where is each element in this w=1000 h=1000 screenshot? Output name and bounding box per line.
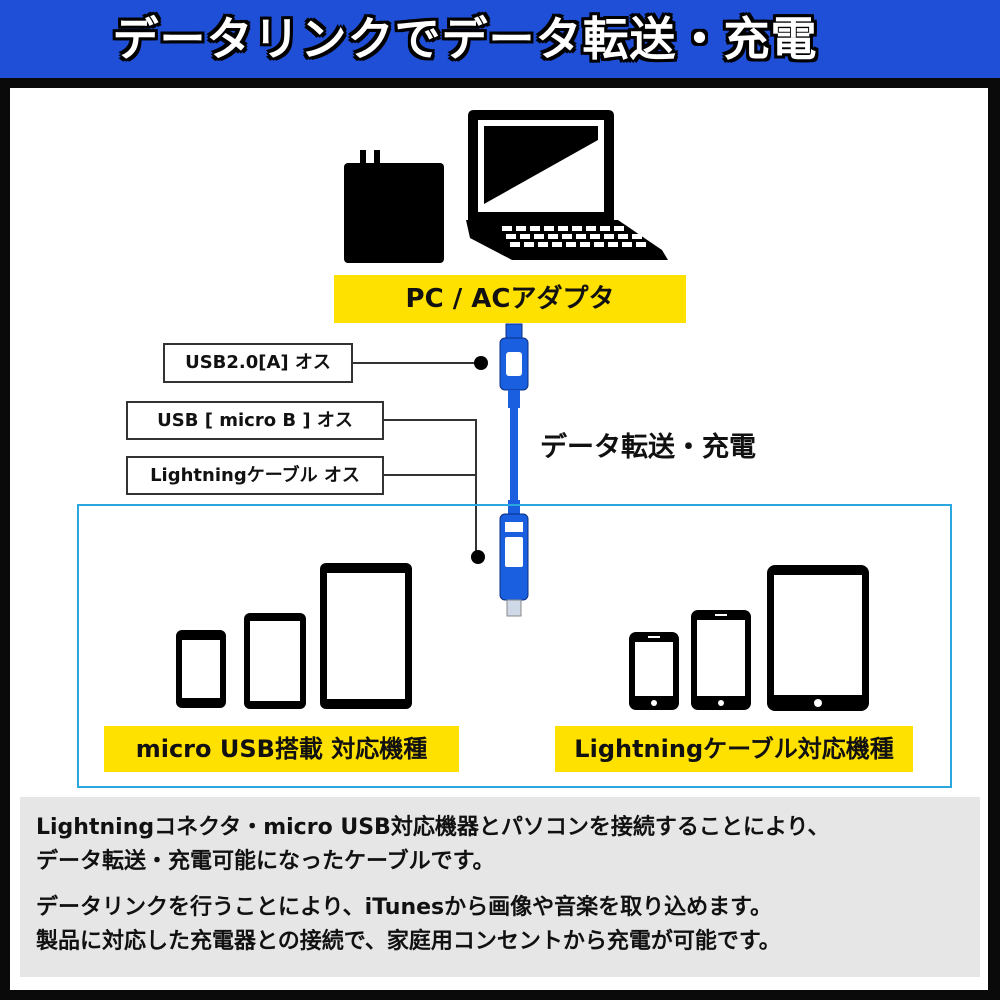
smartphone-icon [691,610,751,710]
ac-adapter-icon [344,150,444,263]
source-label: PC / ACアダプタ [334,275,686,323]
callout-usb-a: USB2.0[A] オス [163,343,353,383]
header-banner: データリンクでデータ転送・充電 [0,0,1000,78]
tablet-icon [767,565,869,711]
target-label-lightning: Lightningケーブル対応機種 [555,726,913,772]
smartphone-icon [244,613,306,709]
flow-label: データ転送・充電 [540,432,756,463]
header-divider [0,78,1000,84]
description-line: Lightningコネクタ・micro USB対応機器とパソコンを接続することに… [36,815,830,840]
page-title: データリンクでデータ転送・充電 [112,12,818,66]
tablet-icon [320,563,412,709]
target-devices-frame [77,504,952,788]
smartphone-icon [176,630,226,708]
description-line: 製品に対応した充電器との接続で、家庭用コンセントから充電が可能です。 [36,929,781,954]
callout-micro-b: USB [ micro B ] オス [126,401,384,440]
smartphone-icon [629,632,679,710]
callout-lightning: Lightningケーブル オス [126,456,384,495]
description-line: データリンクを行うことにより、iTunesから画像や音楽を取り込めます。 [36,895,772,920]
usb-cable-icon [499,323,529,617]
laptop-icon [466,110,668,260]
description-box: Lightningコネクタ・micro USB対応機器とパソコンを接続することに… [20,797,980,977]
description-line: データ転送・充電可能になったケーブルです。 [36,849,495,874]
target-label-micro-usb: micro USB搭載 対応機種 [104,726,459,772]
